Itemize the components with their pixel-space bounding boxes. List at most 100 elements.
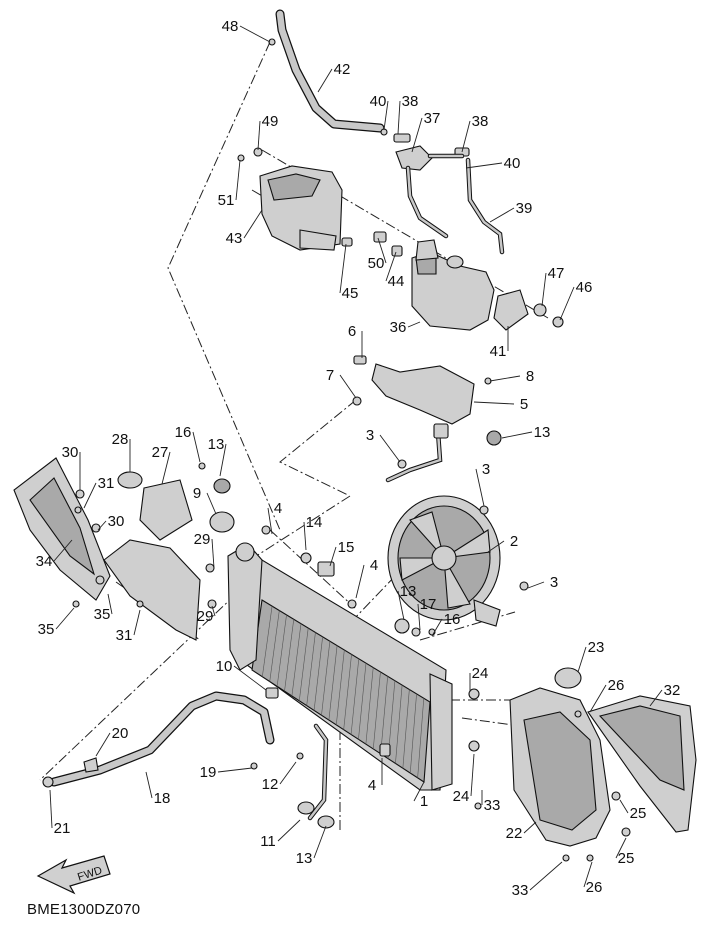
radiator-fin (365, 667, 374, 745)
callout-number-26: 26 (608, 677, 625, 694)
callout-number-34: 34 (36, 553, 53, 570)
callout-number-10: 10 (216, 658, 233, 675)
leader-line (615, 837, 627, 859)
leader-line (383, 100, 389, 131)
callout-number-30: 30 (62, 444, 79, 461)
leader-line (161, 451, 171, 485)
callout-number-35: 35 (38, 621, 55, 638)
leader-line (385, 251, 397, 282)
leader-line (303, 521, 307, 551)
callout-number-1: 1 (420, 793, 428, 810)
leader-line (267, 507, 273, 535)
right-side-shroud (587, 695, 697, 833)
radiator-fin (328, 645, 338, 721)
radiator-fin (299, 628, 309, 701)
callout-number-40: 40 (504, 155, 521, 172)
lower-hose (42, 691, 275, 788)
leader-line (487, 540, 505, 553)
leader-line (417, 603, 421, 631)
cooling-fan (385, 423, 529, 627)
callout-number-3: 3 (550, 574, 558, 591)
leader-line (379, 434, 401, 463)
leader-line (49, 789, 53, 829)
callout-number-13: 13 (534, 424, 551, 441)
callout-number-32: 32 (664, 682, 681, 699)
callout-number-27: 27 (152, 444, 169, 461)
callout-number-3: 3 (482, 461, 490, 478)
callout-number-4: 4 (274, 500, 282, 517)
leader-line (397, 100, 401, 135)
callout-number-46: 46 (576, 279, 593, 296)
right-cover (468, 667, 631, 847)
callout-number-25: 25 (618, 850, 635, 867)
callout-number-40: 40 (370, 93, 387, 110)
callout-number-37: 37 (424, 110, 441, 127)
leader-line (97, 520, 107, 531)
leader-line (211, 605, 216, 617)
callout-number-16: 16 (444, 611, 461, 628)
callout-number-33: 33 (484, 797, 501, 814)
radiator-fin (395, 685, 403, 764)
leader-line (559, 286, 575, 321)
callout-number-13: 13 (296, 850, 313, 867)
callout-number-8: 8 (526, 368, 534, 385)
radiator-fin (284, 619, 295, 692)
leader-line (475, 468, 485, 507)
leader-line (192, 431, 201, 463)
callout-number-38: 38 (402, 93, 419, 110)
fwd-arrow-icon: FWD (36, 855, 111, 895)
callout-number-12: 12 (262, 776, 279, 793)
radiator-fin (321, 641, 331, 716)
leader-line (355, 564, 365, 599)
callout-number-25: 25 (630, 805, 647, 822)
leader-line (83, 482, 97, 509)
callout-number-42: 42 (334, 61, 351, 78)
leader-line (489, 207, 515, 223)
leader-line (279, 761, 297, 785)
callout-number-2: 2 (510, 533, 518, 550)
leader-line (55, 607, 75, 630)
callout-number-41: 41 (490, 343, 507, 360)
callout-number-21: 21 (54, 820, 71, 837)
leader-line (541, 272, 547, 307)
callout-number-24: 24 (453, 788, 470, 805)
callout-number-6: 6 (348, 323, 356, 340)
callout-number-13: 13 (208, 436, 225, 453)
leader-lines (49, 25, 663, 891)
leader-line (217, 767, 253, 773)
leader-line (211, 538, 215, 569)
callout-number-7: 7 (326, 367, 334, 384)
callout-number-31: 31 (98, 475, 115, 492)
callout-number-9: 9 (193, 485, 201, 502)
callout-number-29: 29 (197, 608, 214, 625)
leader-line (473, 401, 515, 405)
radiator-fin (306, 632, 316, 706)
leader-line (317, 68, 333, 93)
callout-number-51: 51 (218, 192, 235, 209)
callout-number-35: 35 (94, 606, 111, 623)
radiator-fin (409, 693, 417, 774)
radiator-fin (380, 676, 388, 754)
leader-line (233, 665, 267, 691)
leader-line (431, 618, 443, 637)
callout-number-24: 24 (472, 665, 489, 682)
callout-number-3: 3 (366, 427, 374, 444)
callout-number-43: 43 (226, 230, 243, 247)
callout-number-4: 4 (370, 557, 378, 574)
upper-hose (275, 9, 385, 133)
callout-number-4: 4 (368, 777, 376, 794)
diagram-code: BME1300DZ070 (27, 901, 141, 918)
leader-line (619, 799, 629, 814)
callout-number-5: 5 (520, 396, 528, 413)
callout-number-17: 17 (420, 596, 437, 613)
radiator-fin (276, 614, 287, 687)
callout-number-50: 50 (368, 255, 385, 272)
leader-line (239, 25, 271, 43)
radiator-fin (291, 623, 302, 697)
callout-number-28: 28 (112, 431, 129, 448)
radiator-fin (350, 658, 360, 735)
leader-line (461, 120, 471, 153)
leader-line (243, 209, 263, 239)
